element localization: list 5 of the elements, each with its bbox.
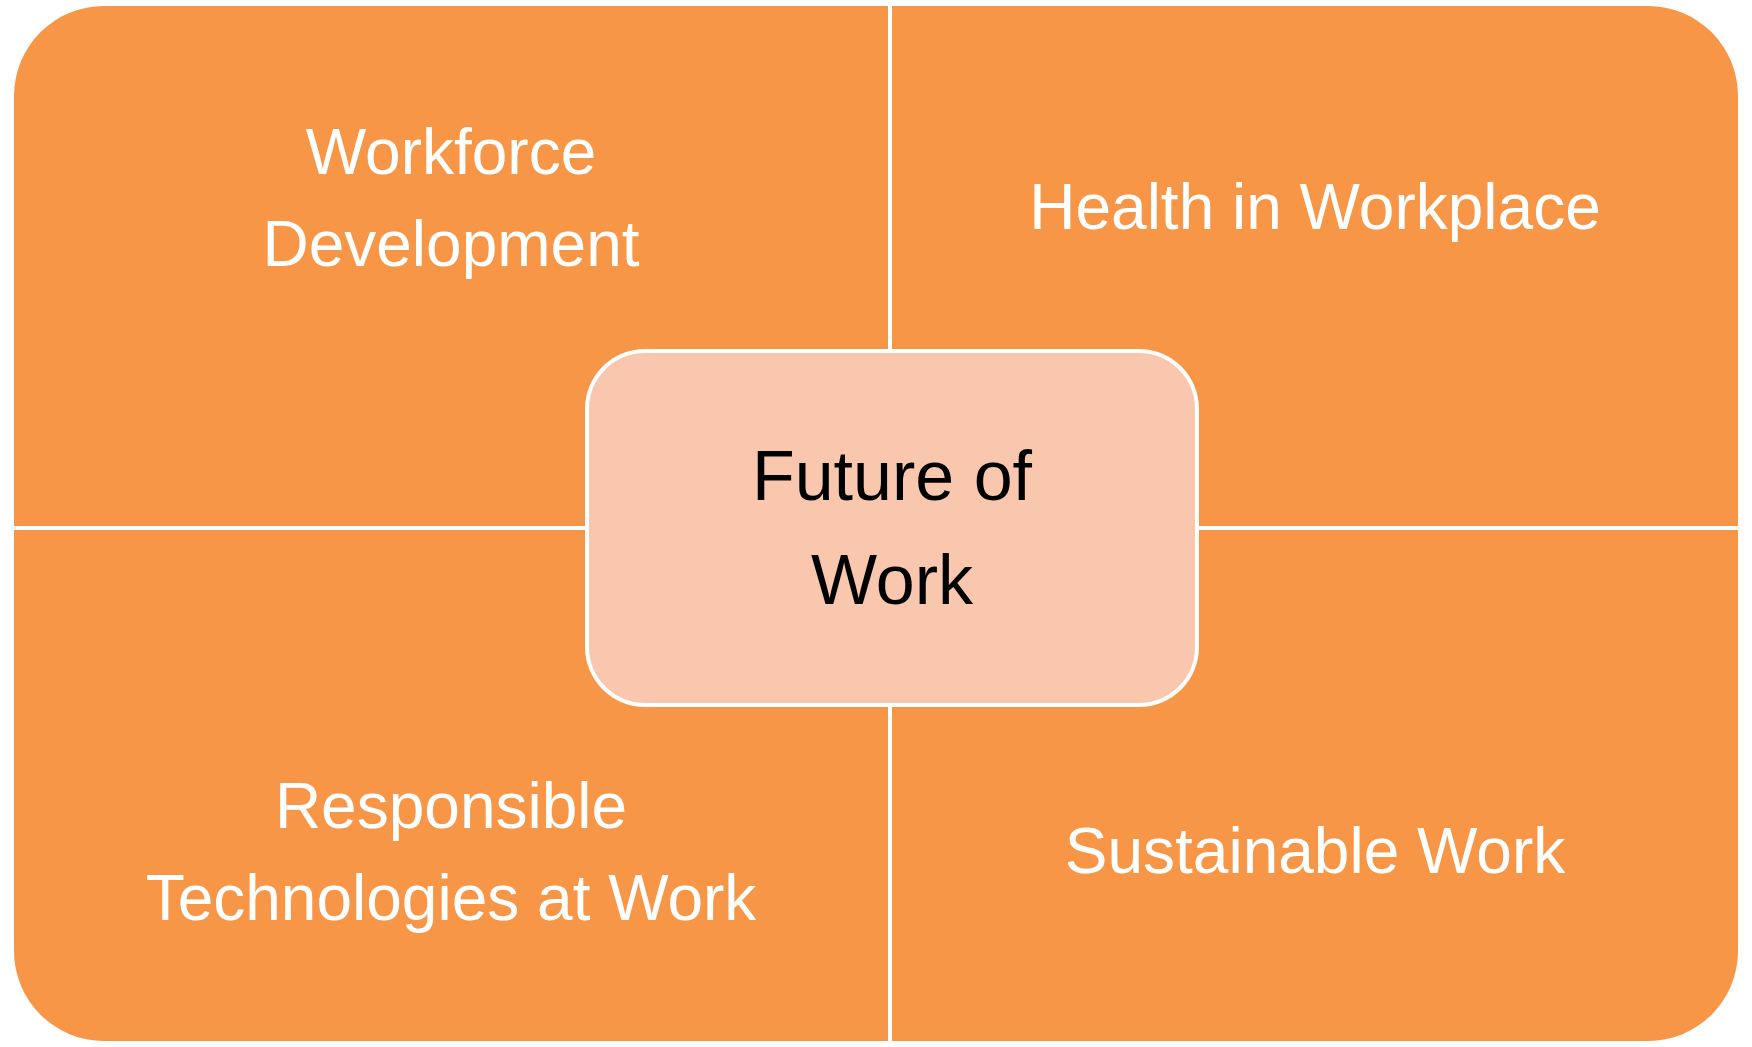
quadrant-label: Sustainable Work (1063, 814, 1567, 889)
quadrant-label: Health in Workplace (1028, 170, 1602, 245)
center-label: Future of Work (750, 436, 1034, 621)
quadrant-label: Workforce Development (261, 115, 641, 282)
quadrant-label: Responsible Technologies at Work (144, 769, 758, 936)
